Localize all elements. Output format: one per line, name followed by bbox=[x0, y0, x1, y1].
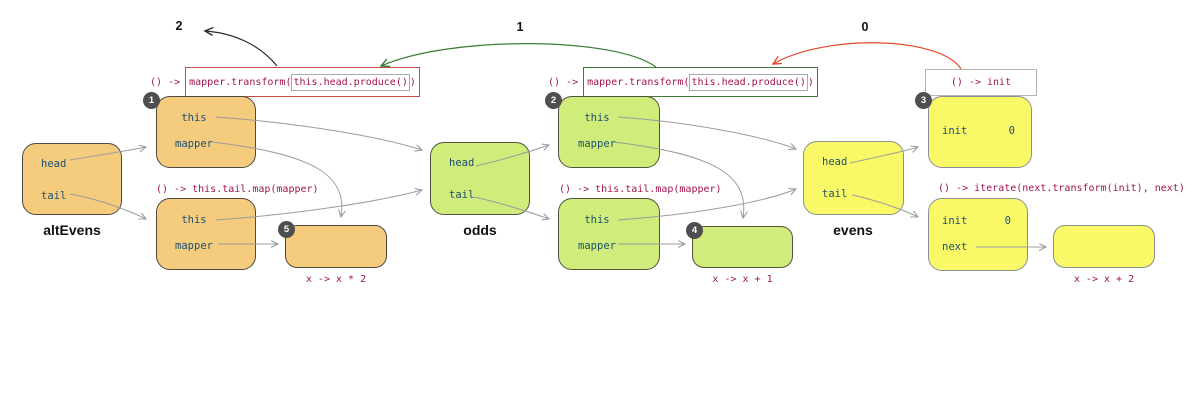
arrow-result-2 bbox=[205, 31, 278, 67]
odds-mapper-fn-node bbox=[692, 226, 793, 268]
field-init: init bbox=[942, 125, 968, 137]
evens-head-cell: init 0 bbox=[928, 96, 1032, 168]
result-value-2: 2 bbox=[175, 19, 183, 33]
evens-stream-node: head tail bbox=[803, 141, 904, 215]
code-inner-expression: this.head.produce() bbox=[291, 73, 410, 91]
field-tail: tail bbox=[822, 188, 848, 200]
code-call: mapper.transform( bbox=[587, 76, 690, 88]
evens-tail-code: () -> iterate(next.transform(init), next… bbox=[938, 183, 1185, 194]
code-close-paren: ) bbox=[807, 76, 814, 88]
evens-head-code-box: () -> init bbox=[925, 69, 1037, 96]
badge-3: 3 bbox=[915, 92, 932, 109]
badge-1: 1 bbox=[143, 92, 160, 109]
evens-fn-label: x -> x + 2 bbox=[1073, 274, 1135, 285]
altevens-mapper-fn-node bbox=[285, 225, 387, 268]
badge-2: 2 bbox=[545, 92, 562, 109]
field-this: this bbox=[181, 112, 207, 124]
result-value-0: 0 bbox=[861, 20, 869, 34]
odds-fn-label: x -> x + 1 bbox=[712, 274, 773, 285]
field-mapper: mapper bbox=[175, 240, 213, 252]
code-inner-expression: this.head.produce() bbox=[689, 73, 808, 91]
field-tail: tail bbox=[41, 190, 67, 202]
result-value-1: 1 bbox=[516, 20, 524, 34]
code-call: mapper.transform( bbox=[189, 76, 292, 88]
altevens-tail-code: () -> this.tail.map(mapper) bbox=[156, 184, 319, 195]
field-this: this bbox=[584, 112, 610, 124]
badge-5: 5 bbox=[278, 221, 295, 238]
arrow-result-0-evens-to-odds bbox=[773, 42, 962, 70]
field-this: this bbox=[181, 214, 207, 226]
field-mapper: mapper bbox=[175, 138, 213, 150]
odds-head-code-box: mapper.transform( this.head.produce() ) bbox=[583, 67, 818, 97]
altevens-tail-cell: this mapper bbox=[156, 198, 256, 270]
value-init: 0 bbox=[1008, 125, 1015, 137]
field-head: head bbox=[822, 156, 848, 168]
altevens-head-cell: this mapper bbox=[156, 96, 256, 168]
odds-tail-cell: this mapper bbox=[558, 198, 660, 270]
field-head: head bbox=[449, 157, 475, 169]
badge-4: 4 bbox=[686, 222, 703, 239]
altevens-head-code: () -> mapper.transform( this.head.produc… bbox=[150, 67, 420, 97]
code-lambda-prefix: () -> bbox=[150, 76, 181, 88]
altevens-stream-node: head tail bbox=[22, 143, 122, 215]
code-close-paren: ) bbox=[409, 76, 416, 88]
odds-tail-code: () -> this.tail.map(mapper) bbox=[559, 184, 722, 195]
field-next-row: next bbox=[929, 236, 1027, 258]
evens-tail-cell: init 0 next bbox=[928, 198, 1028, 271]
value-init: 0 bbox=[1004, 215, 1011, 227]
odds-label: odds bbox=[463, 222, 497, 238]
arrow-result-1-odds-to-altevens bbox=[381, 43, 657, 68]
evens-label: evens bbox=[833, 222, 873, 238]
field-this: this bbox=[584, 214, 610, 226]
odds-head-cell: this mapper bbox=[558, 96, 660, 168]
field-mapper: mapper bbox=[578, 138, 616, 150]
altevens-label: altEvens bbox=[43, 222, 101, 238]
evens-next-fn-node bbox=[1053, 225, 1155, 268]
field-next: next bbox=[942, 241, 968, 253]
field-init-row: init 0 bbox=[929, 210, 1027, 232]
field-init: init bbox=[942, 215, 968, 227]
odds-head-code: () -> mapper.transform( this.head.produc… bbox=[548, 67, 818, 97]
field-init-row: init 0 bbox=[929, 120, 1031, 142]
altevens-fn-label: x -> x * 2 bbox=[305, 274, 367, 285]
field-mapper: mapper bbox=[578, 240, 616, 252]
field-tail: tail bbox=[449, 189, 475, 201]
odds-stream-node: head tail bbox=[430, 142, 530, 215]
code-lambda-prefix: () -> bbox=[548, 76, 579, 88]
field-head: head bbox=[41, 158, 67, 170]
altevens-head-code-box: mapper.transform( this.head.produce() ) bbox=[185, 67, 420, 97]
